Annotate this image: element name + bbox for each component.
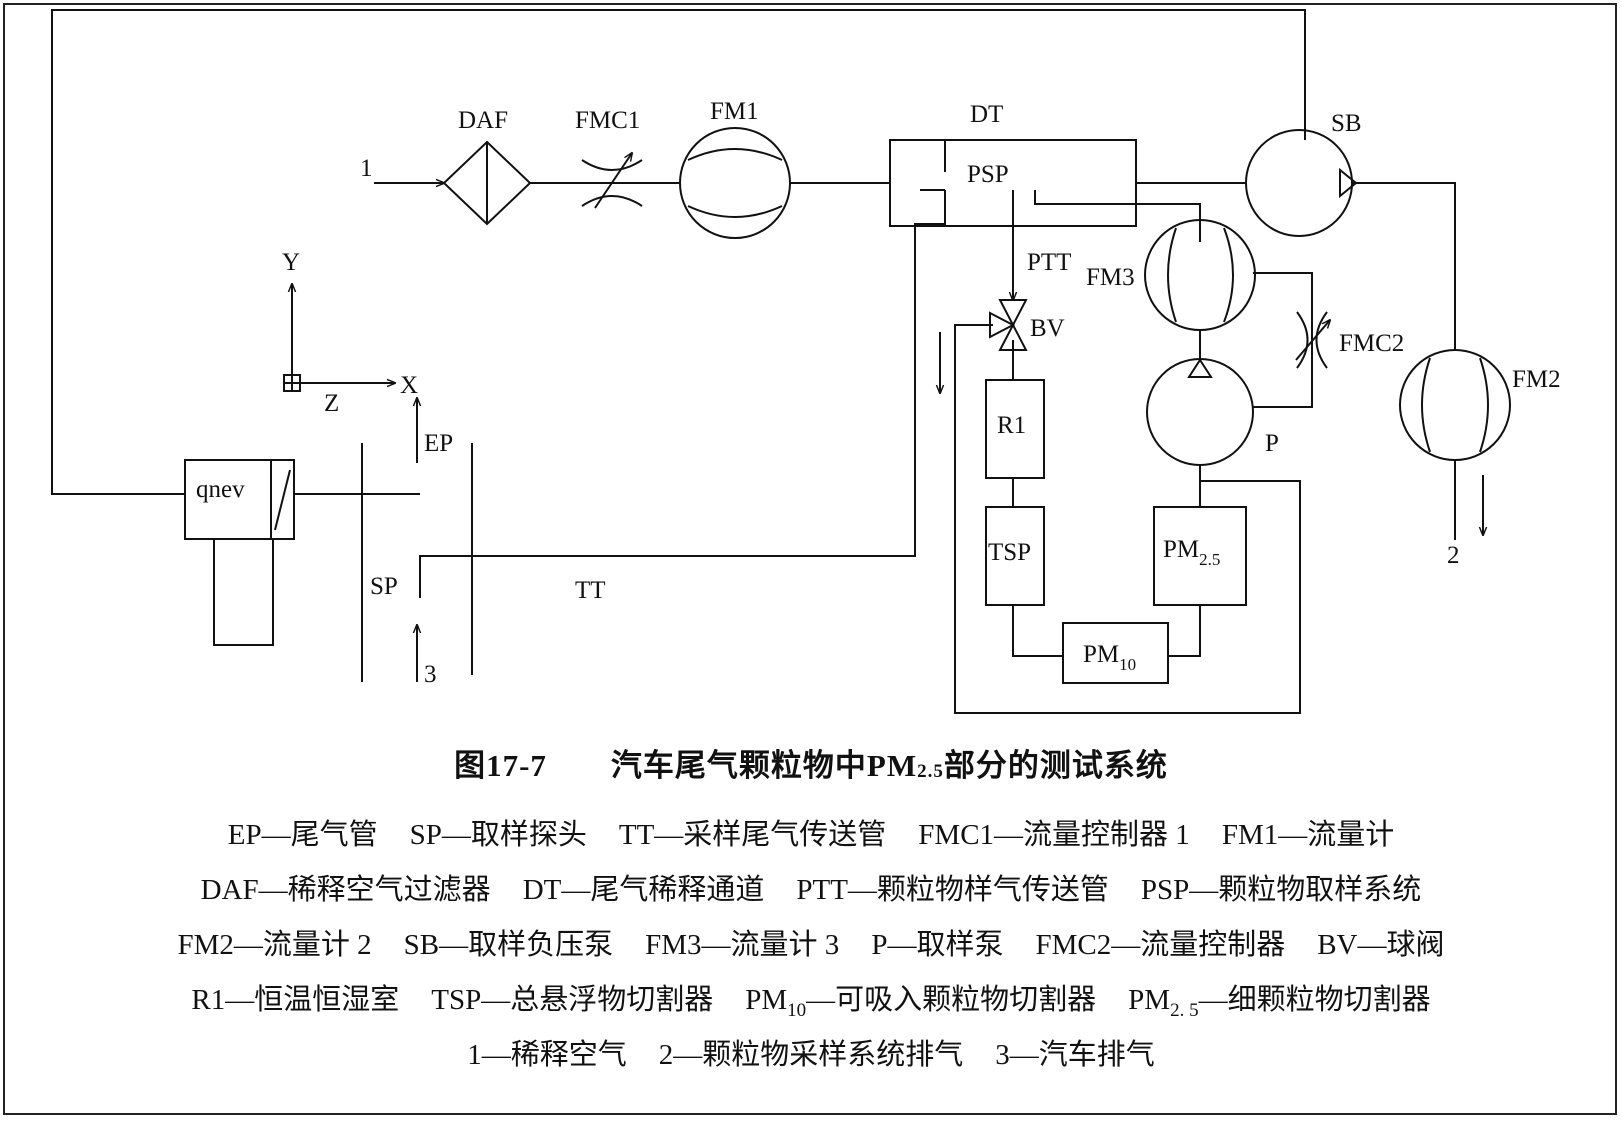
r1-chamber (985, 379, 1045, 479)
tt-label: TT (575, 577, 606, 604)
legend-row: R1—恒温恒湿室 TSP—总悬浮物切割器 PM10—可吸入颗粒物切割器 PM2. 5—… (0, 973, 1622, 1028)
pm10-pm25-line (1168, 605, 1201, 657)
pm10-label: PM10 (1083, 641, 1136, 674)
legend-row: DAF—稀释空气过滤器 DT—尾气稀释通道 PTT—颗粒物样气传送管 PSP—颗粒物取… (0, 863, 1622, 918)
pm10-cutter (1062, 622, 1169, 684)
dt-tunnel (889, 139, 1137, 227)
z-axis-label: Z (324, 390, 339, 417)
fm3-flowmeter-icon (1144, 219, 1256, 331)
legend: EP—尾气管 SP—取样探头 TT—采样尾气传送管 FMC1—流量控制器 1 FM1—流… (0, 808, 1622, 1083)
legend-item: 1—稀释空气 (467, 1039, 627, 1071)
qnev-label: qnev (196, 476, 245, 503)
legend-item: BV—球阀 (1317, 929, 1445, 961)
pm25-cutter (1153, 506, 1247, 606)
fm1-flowmeter-icon (679, 127, 791, 239)
p-label: P (1265, 430, 1279, 457)
p-pump-arrow-icon (1187, 358, 1213, 378)
figure-frame (3, 3, 1617, 1115)
legend-item: R1—恒温恒湿室 (191, 984, 400, 1016)
r1-label: R1 (997, 412, 1026, 439)
sb-pump-icon (1245, 129, 1353, 237)
pm25-label: PM2.5 (1163, 536, 1220, 569)
sb-label: SB (1331, 110, 1362, 137)
fm2-flowmeter-icon (1399, 349, 1511, 461)
top-loop-line (51, 9, 1306, 495)
legend-item: P—取样泵 (871, 929, 1004, 961)
legend-item: TSP—总悬浮物切割器 (431, 984, 714, 1016)
fm2-label: FM2 (1512, 366, 1561, 393)
psp-probe-line (1034, 190, 1201, 242)
legend-item: EP—尾气管 (227, 819, 378, 851)
legend-item: FMC1—流量控制器 1 (918, 819, 1190, 851)
legend-row: FM2—流量计 2 SB—取样负压泵 FM3—流量计 3 P—取样泵 FMC2—流量控制… (0, 918, 1622, 973)
inlet-1-label: 1 (360, 155, 373, 182)
legend-item: FMC2—流量控制器 (1035, 929, 1286, 961)
legend-item: SB—取样负压泵 (403, 929, 614, 961)
sb-fm2-line (1351, 182, 1456, 350)
fmc1-label: FMC1 (575, 107, 640, 134)
tsp-label: TSP (988, 539, 1031, 566)
legend-item: FM2—流量计 2 (177, 929, 372, 961)
sb-pump-arrow-icon (1339, 167, 1358, 199)
daf-label: DAF (458, 107, 508, 134)
legend-item: PSP—颗粒物取样系统 (1140, 874, 1422, 906)
fmc2-restrictor-icon (1296, 311, 1328, 369)
legend-item: TT—采样尾气传送管 (618, 819, 887, 851)
figure-caption: 图17-7 汽车尾气颗粒物中PM2.5部分的测试系统 (454, 748, 1168, 783)
legend-item: PM2. 5—细颗粒物切割器 (1128, 984, 1431, 1021)
outlet-2-label: 2 (1447, 542, 1460, 569)
legend-item: PTT—颗粒物样气传送管 (796, 874, 1109, 906)
y-axis-label: Y (282, 249, 300, 276)
legend-item: PM10—可吸入颗粒物切割器 (745, 984, 1097, 1021)
legend-item: 3—汽车排气 (995, 1039, 1155, 1071)
tsp-pm10-line (1012, 605, 1063, 657)
legend-item: FM1—流量计 (1221, 819, 1395, 851)
legend-item: FM3—流量计 3 (645, 929, 840, 961)
vehicle-body (213, 538, 274, 646)
legend-item: DAF—稀释空气过滤器 (200, 874, 491, 906)
psp-label: PSP (967, 161, 1009, 188)
bv-valve-icon (998, 299, 1028, 328)
tsp-cutter (985, 506, 1045, 606)
fmc1-restrictor-icon (581, 159, 643, 207)
fmc2-loop-line (1252, 272, 1313, 408)
bv-label: BV (1030, 315, 1065, 342)
x-axis-label: X (400, 372, 418, 399)
inlet-3-label: 3 (424, 661, 437, 688)
fm3-label: FM3 (1086, 264, 1135, 291)
tt-line (419, 223, 945, 598)
bv-bypass-line (954, 324, 1301, 714)
legend-row: EP—尾气管 SP—取样探头 TT—采样尾气传送管 FMC1—流量控制器 1 FM1—流… (0, 808, 1622, 863)
fm1-label: FM1 (710, 98, 759, 125)
pm25-test-system-diagram: 1 DAF FMC1 FM1 DT PSP SB PTT FM3 BV FMC2… (51, 9, 1561, 714)
legend-item: 2—颗粒物采样系统排气 (658, 1039, 964, 1071)
legend-item: DT—尾气稀释通道 (522, 874, 765, 906)
p-pump-icon (1146, 358, 1254, 466)
dt-label: DT (970, 101, 1003, 128)
ep-label: EP (424, 430, 453, 457)
legend-item: SP—取样探头 (409, 819, 587, 851)
sp-label: SP (370, 573, 398, 600)
ptt-label: PTT (1027, 249, 1071, 276)
legend-row: 1—稀释空气 2—颗粒物采样系统排气 3—汽车排气 (0, 1028, 1622, 1083)
fmc2-label: FMC2 (1339, 330, 1404, 357)
